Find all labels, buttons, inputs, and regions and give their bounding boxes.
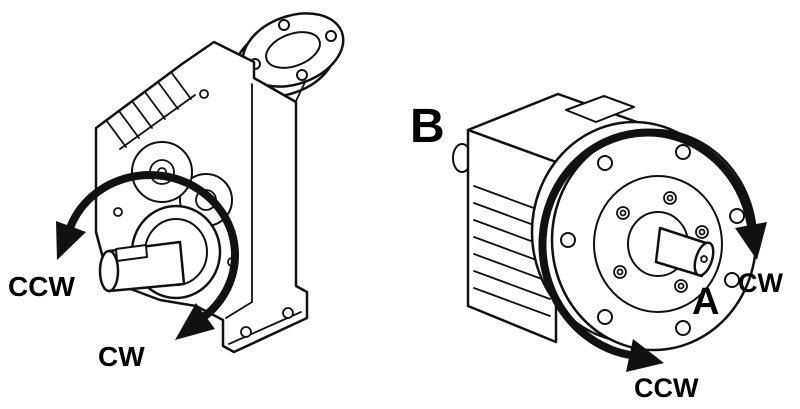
label-b: B (410, 100, 445, 153)
right-motor-body (466, 92, 650, 344)
label-left-ccw: CCW (8, 271, 75, 302)
left-rotation-arrow (56, 171, 239, 340)
right-rotation-arrow (538, 128, 767, 372)
left-bolt (199, 89, 209, 99)
left-bolt (113, 207, 123, 217)
label-a: A (692, 281, 719, 323)
right-cw-arrowhead (735, 222, 767, 260)
left-mounting-foot (228, 307, 302, 345)
label-right-cw: CW (738, 268, 783, 298)
right-output-shaft (654, 226, 715, 278)
label-left-cw: CW (98, 341, 145, 372)
left-gear-unit-illustration: CCW CW (8, 12, 345, 372)
right-ccw-arrowhead (626, 339, 664, 372)
left-ccw-arrowhead (56, 221, 86, 260)
right-gearmotor-illustration: B A CW CCW (410, 92, 783, 403)
right-hub-bolts (613, 191, 709, 293)
left-cw-arrowhead (175, 303, 215, 340)
left-output-shaft (98, 240, 186, 293)
left-cooling-fins (105, 71, 196, 150)
label-right-ccw: CCW (634, 373, 699, 403)
